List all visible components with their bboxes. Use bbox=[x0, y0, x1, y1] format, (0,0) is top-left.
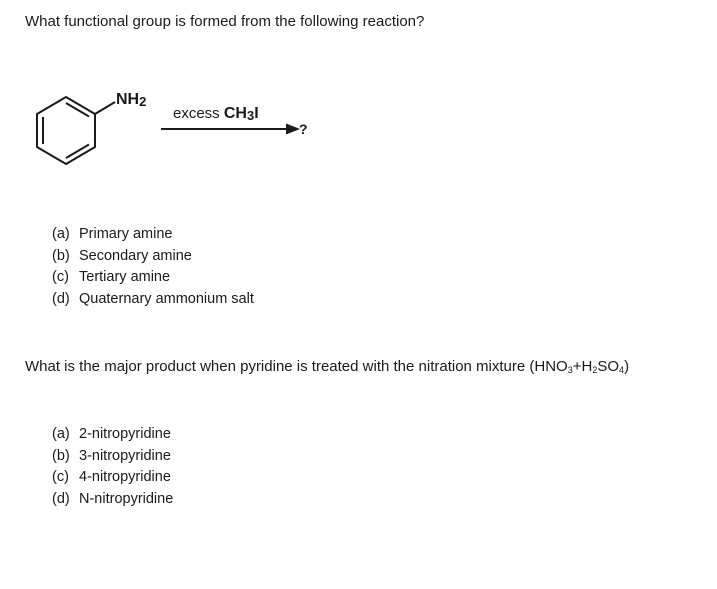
choice-b[interactable]: (b) 3-nitropyridine bbox=[52, 446, 173, 468]
question-1-text: What functional group is formed from the… bbox=[25, 13, 425, 30]
choice-letter: (a) bbox=[52, 226, 70, 242]
choice-a[interactable]: (a) 2-nitropyridine bbox=[52, 424, 173, 446]
reaction-arrow bbox=[161, 123, 300, 135]
choice-text: Tertiary amine bbox=[79, 269, 171, 286]
c-n-bond bbox=[94, 101, 116, 115]
product-question-mark: ? bbox=[299, 121, 308, 137]
choice-text: 3-nitropyridine bbox=[79, 447, 171, 464]
question-2-choices: (a) 2-nitropyridine (b) 3-nitropyridine (c… bbox=[52, 424, 173, 511]
choice-letter: (d) bbox=[52, 291, 70, 308]
choice-text: Primary amine bbox=[79, 226, 173, 242]
question-2-text: What is the major product when pyridine … bbox=[25, 358, 630, 375]
choice-letter: (b) bbox=[52, 247, 70, 264]
choice-c[interactable]: (c) 4-nitropyridine bbox=[52, 467, 173, 489]
choice-b[interactable]: (b) Secondary amine bbox=[52, 246, 254, 268]
choice-text: N-nitropyridine bbox=[79, 491, 174, 508]
choice-text: Quaternary ammonium salt bbox=[79, 291, 254, 308]
choice-text: 2-nitropyridine bbox=[79, 426, 171, 442]
choice-text: Secondary amine bbox=[79, 247, 192, 264]
choice-letter: (d) bbox=[52, 491, 70, 508]
choice-letter: (c) bbox=[52, 469, 69, 486]
choice-text: 4-nitropyridine bbox=[79, 469, 171, 486]
choice-letter: (b) bbox=[52, 447, 70, 464]
benzene-ring bbox=[36, 96, 96, 165]
choice-d[interactable]: (d) Quaternary ammonium salt bbox=[52, 289, 254, 311]
choice-letter: (a) bbox=[52, 426, 70, 442]
question-1-choices: (a) Primary amine (b) Secondary amine (c) T… bbox=[52, 224, 254, 311]
choice-letter: (c) bbox=[52, 269, 69, 286]
reagent-label: excess CH3I bbox=[173, 105, 259, 123]
amine-label: NH2 bbox=[116, 91, 146, 109]
choice-d[interactable]: (d) N-nitropyridine bbox=[52, 489, 173, 511]
choice-a[interactable]: (a) Primary amine bbox=[52, 224, 254, 246]
reaction-scheme: NH2 excess CH3I ? bbox=[36, 91, 308, 165]
choice-c[interactable]: (c) Tertiary amine bbox=[52, 267, 254, 289]
